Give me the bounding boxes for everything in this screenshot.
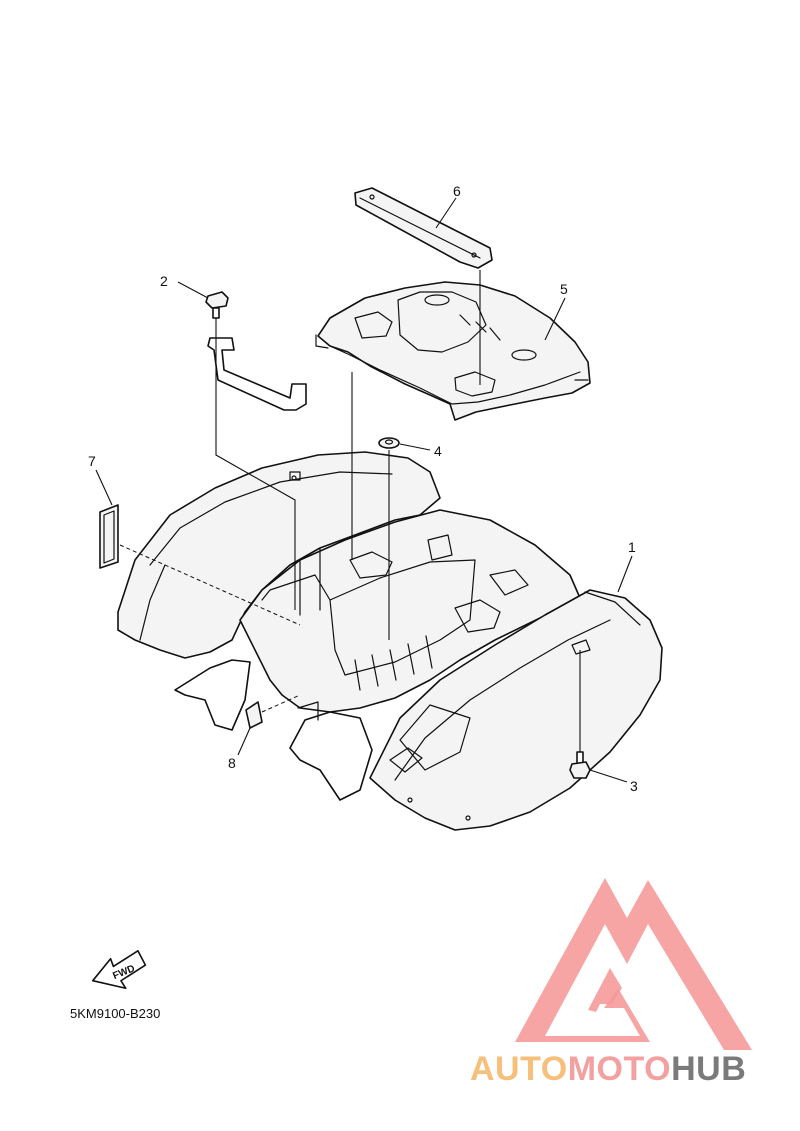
callout-1: 1	[628, 539, 636, 555]
part-6-top-bar[interactable]	[354, 187, 493, 269]
part-8-clip[interactable]	[245, 701, 263, 729]
callout-4: 4	[434, 443, 442, 459]
callout-leaders	[95, 197, 633, 783]
svg-text:AUTOMOTOHUB: AUTOMOTOHUB	[470, 1050, 746, 1088]
part-5-rear-cover[interactable]	[315, 281, 591, 421]
fwd-arrow-icon: FWD	[91, 950, 147, 990]
logo-inner-mark-icon	[588, 968, 622, 1012]
callout-labels: 1 2 3 4 5 6 7 8	[88, 183, 638, 794]
part-3-screw[interactable]	[569, 751, 591, 779]
callout-5: 5	[560, 281, 568, 297]
logo-triangle-icon	[515, 878, 752, 1050]
callout-3: 3	[630, 778, 638, 794]
part-2-bolt[interactable]	[205, 291, 229, 319]
part-4-grommet[interactable]	[378, 437, 400, 449]
watermark-part-auto: AUTO	[470, 1050, 568, 1088]
automotohub-wordmark: AUTOMOTOHUB	[470, 1050, 746, 1088]
automotohub-logo	[515, 878, 752, 1050]
callout-6: 6	[453, 183, 461, 199]
part-2-bracket	[207, 337, 307, 411]
part-7-reflector[interactable]	[99, 504, 119, 569]
callout-2: 2	[160, 273, 168, 289]
watermark-part-moto: MOTO	[568, 1050, 671, 1088]
diagram-code: 5KM9100-B230	[70, 1006, 160, 1021]
assembly-guide-lines	[119, 270, 581, 752]
callout-8: 8	[228, 755, 236, 771]
watermark-part-hub: HUB	[671, 1050, 746, 1088]
callout-7: 7	[88, 453, 96, 469]
